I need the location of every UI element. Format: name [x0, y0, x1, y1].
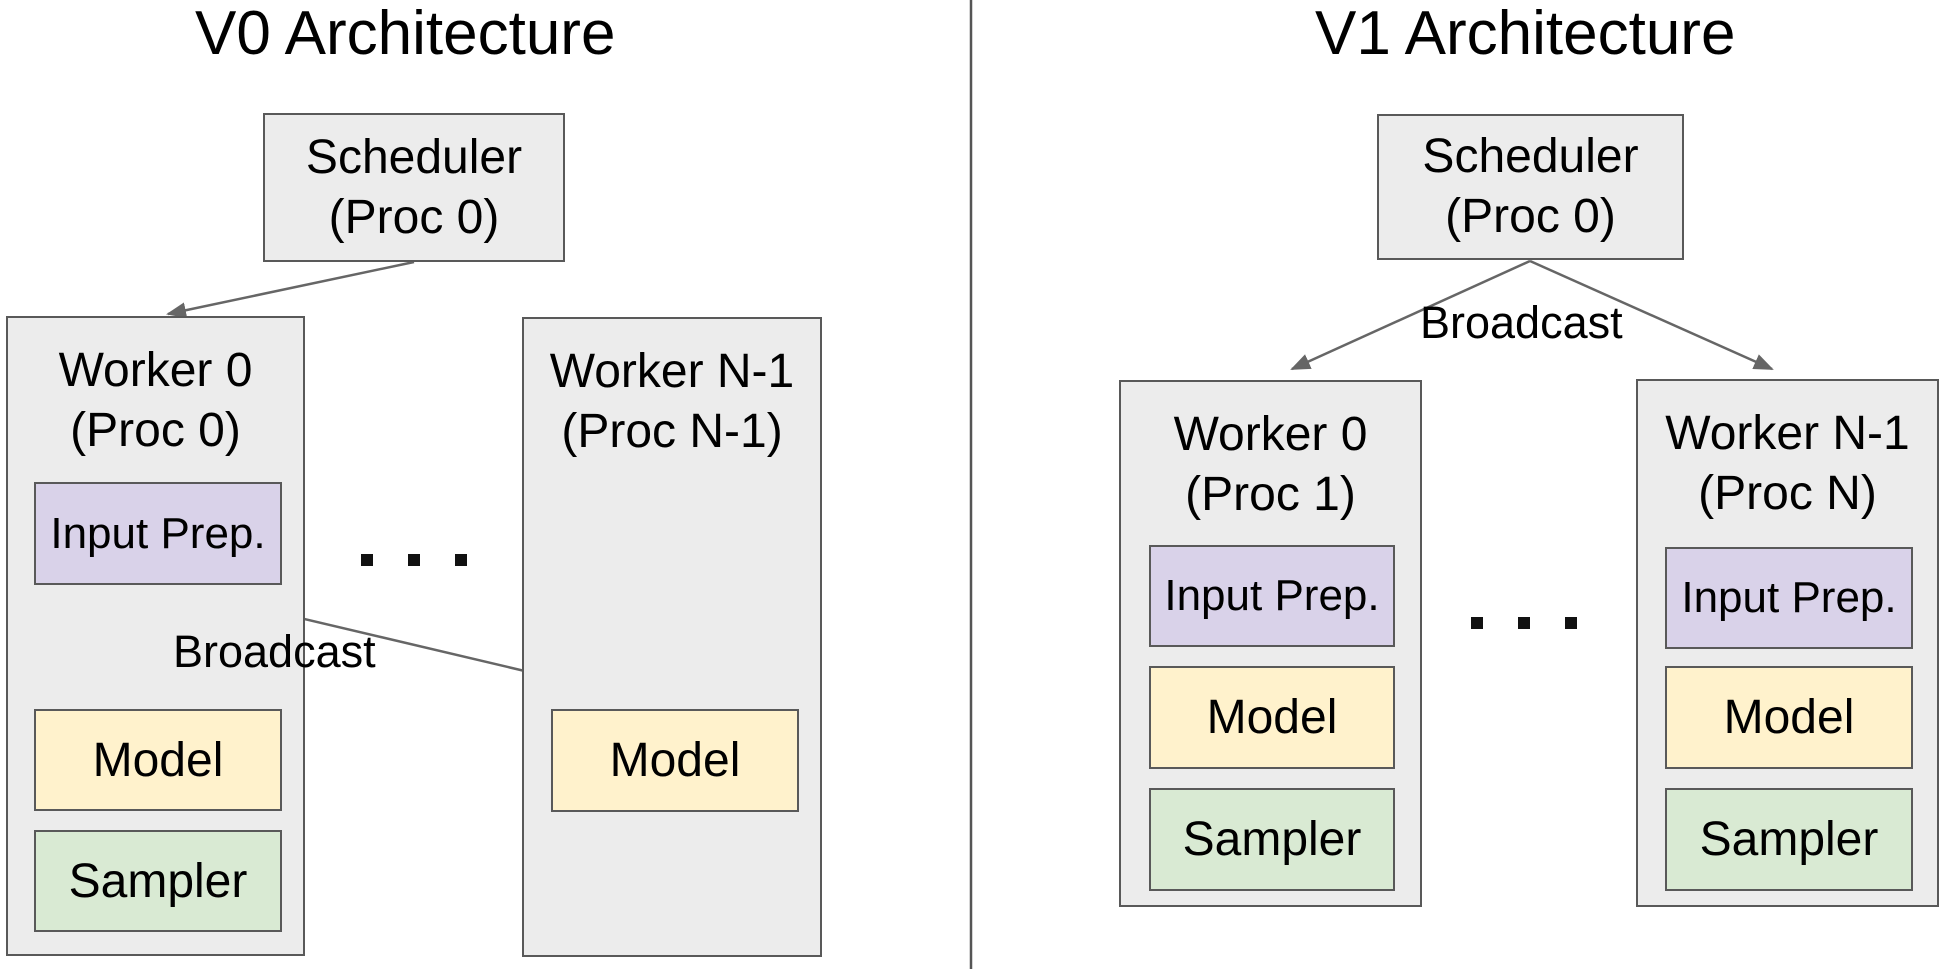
v0-worker0-input-prep-box: Input Prep.: [34, 482, 282, 585]
v0-ellipsis-dot: [408, 554, 420, 566]
v1-worker0-input-prep-box: Input Prep.: [1149, 545, 1395, 647]
v0-workerN-label-line2: (Proc N-1): [561, 405, 783, 458]
v0-workerN-label-line1: Worker N-1: [549, 345, 795, 398]
v0-broadcast-label: Broadcast: [173, 626, 376, 677]
v0-worker0-model-box: Model: [34, 709, 282, 811]
v0-workerN-box: Worker N-1 (Proc N-1) Model: [522, 317, 822, 957]
v1-worker0-model-box: Model: [1149, 666, 1395, 769]
v1-worker0-label-line2: (Proc 1): [1185, 468, 1356, 521]
v1-workerN-label: Worker N-1 (Proc N): [1638, 381, 1937, 524]
v1-workerN-box: Worker N-1 (Proc N) Input Prep. Model Sa…: [1636, 379, 1939, 907]
v0-scheduler-label-line1: Scheduler: [305, 130, 523, 184]
v0-workerN-model-box: Model: [551, 709, 799, 812]
v1-workerN-sampler-box: Sampler: [1665, 788, 1913, 891]
v0-worker0-label-line2: (Proc 0): [70, 404, 241, 457]
v0-scheduler-box: Scheduler (Proc 0): [263, 113, 565, 262]
v1-worker0-label-line1: Worker 0: [1173, 408, 1368, 461]
v0-scheduler-to-worker0-arrow: [166, 260, 415, 319]
v1-workerN-label-line1: Worker N-1: [1665, 407, 1910, 460]
v0-ellipsis-dot: [361, 554, 373, 566]
v1-ellipsis-dot: [1518, 617, 1530, 629]
v1-scheduler-label-line2: (Proc 0): [1445, 190, 1616, 243]
v0-workerN-label: Worker N-1 (Proc N-1): [524, 319, 820, 462]
v0-title: V0 Architecture: [195, 0, 616, 68]
v1-ellipsis-dot: [1471, 617, 1483, 629]
v0-ellipsis-dot: [455, 554, 467, 566]
v0-worker0-label-line1: Worker 0: [58, 344, 253, 397]
v0-worker0-label: Worker 0 (Proc 0): [8, 318, 303, 461]
v1-worker0-label: Worker 0 (Proc 1): [1121, 382, 1420, 525]
v0-worker0-box: Worker 0 (Proc 0) Input Prep. Model Samp…: [6, 316, 305, 956]
v0-worker0-sampler-box: Sampler: [34, 830, 282, 932]
v1-title: V1 Architecture: [1315, 0, 1736, 68]
v0-scheduler-label-line2: (Proc 0): [328, 190, 500, 244]
v1-ellipsis-dots: [1471, 617, 1577, 629]
v1-workerN-model-box: Model: [1665, 666, 1913, 769]
v1-ellipsis-dot: [1565, 617, 1577, 629]
v1-scheduler-box: Scheduler (Proc 0): [1377, 114, 1684, 260]
v1-worker0-sampler-box: Sampler: [1149, 788, 1395, 891]
v1-broadcast-label: Broadcast: [1420, 297, 1623, 348]
v1-workerN-label-line2: (Proc N): [1698, 467, 1877, 520]
v1-scheduler-label-line1: Scheduler: [1422, 130, 1639, 183]
v0-ellipsis-dots: [361, 554, 467, 566]
v1-workerN-input-prep-box: Input Prep.: [1665, 547, 1913, 649]
v1-worker0-box: Worker 0 (Proc 1) Input Prep. Model Samp…: [1119, 380, 1422, 907]
